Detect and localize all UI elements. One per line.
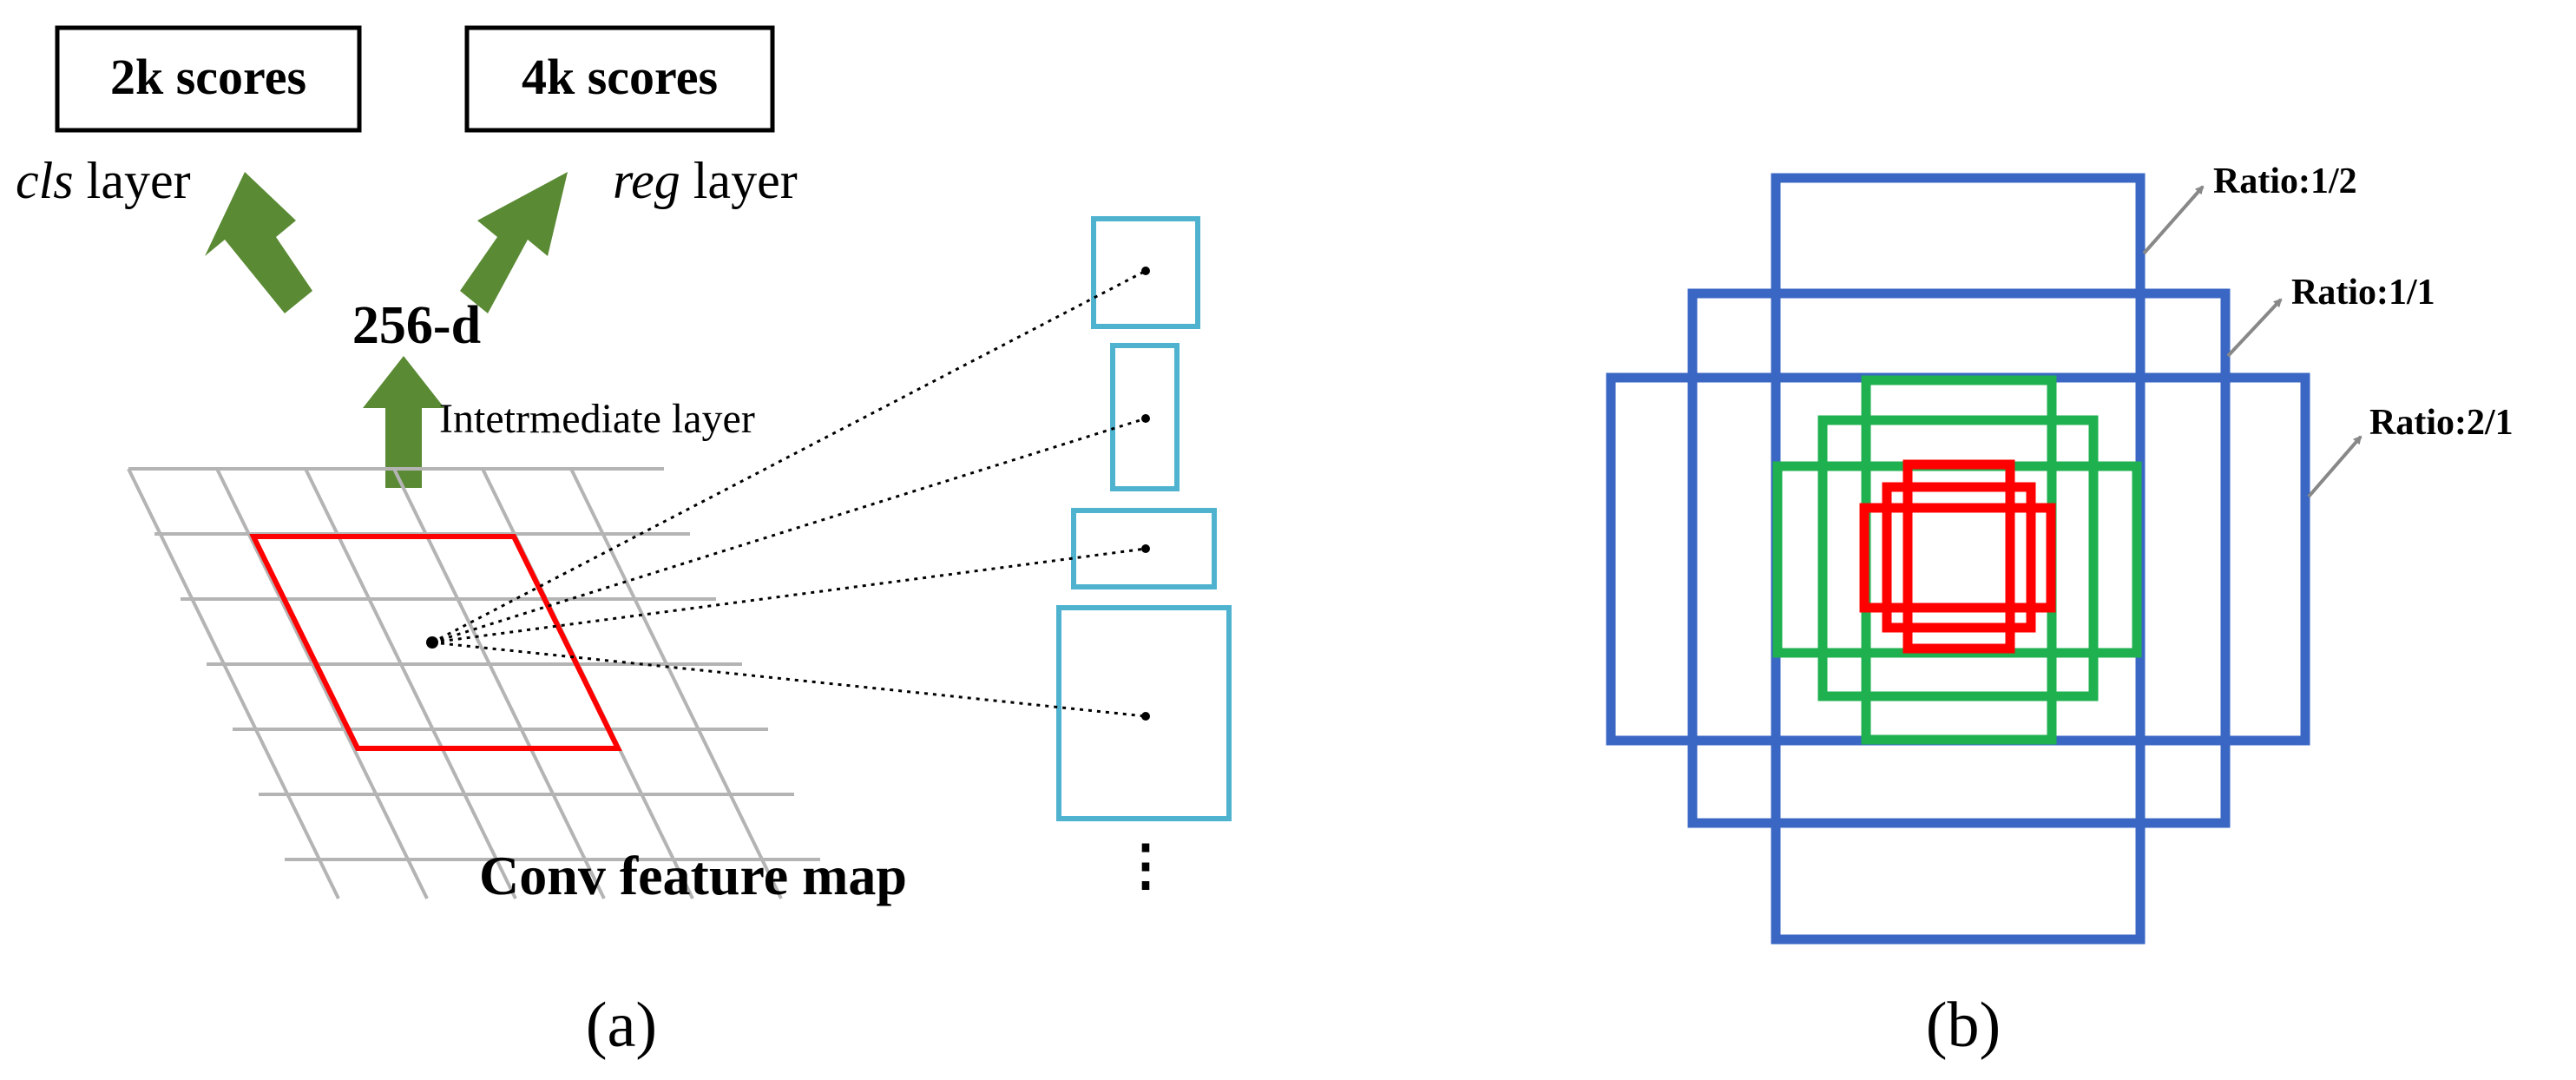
connector-lines (431, 269, 1147, 718)
anchor-box-3 (1071, 508, 1217, 589)
grid-vline (215, 468, 429, 899)
green-anchor-square (1817, 415, 2099, 701)
red-anchor-wide (1859, 503, 2056, 613)
feature-map-grid (127, 467, 820, 899)
grid-vline (392, 468, 606, 899)
grid-vline (127, 468, 340, 899)
connector-line (431, 547, 1147, 644)
panel-a: 2k scores 4k scores cls layer reg layer … (16, 25, 1232, 1061)
feature-dim-label: 256-d (352, 296, 481, 355)
anchor-center-dot (1141, 267, 1150, 275)
green-anchors (1772, 375, 2142, 745)
reg-layer-word: layer (680, 152, 798, 209)
feature-map-label: Conv feature map (479, 845, 907, 906)
connector-dots (426, 267, 1150, 721)
green-arrow-reg (460, 172, 568, 313)
connector-line (431, 417, 1147, 644)
blue-anchor-wide (1606, 372, 2310, 746)
score-box-right-label: 4k scores (522, 49, 718, 105)
anchor-center-dot (1141, 544, 1150, 553)
ratio-pointers (2142, 185, 2362, 498)
connector-line (431, 269, 1147, 644)
connector-line (431, 641, 1147, 718)
anchor-center-dot (1141, 414, 1150, 423)
more-anchors-ellipsis: ⋮ (1118, 834, 1173, 896)
ratio-label-1: Ratio:1/2 (2213, 161, 2357, 201)
green-arrow-intermediate (363, 356, 444, 488)
intermediate-layer-label: Intetrmediate layer (439, 396, 755, 442)
blue-anchors (1606, 173, 2310, 945)
anchor-box-4 (1056, 605, 1232, 821)
ratio-label-2: Ratio:1/1 (2291, 273, 2435, 313)
green-arrow-cls (205, 172, 312, 313)
center-point (426, 636, 438, 649)
red-anchor-tall (1902, 459, 2015, 654)
reg-word: reg (613, 152, 680, 209)
blue-anchor-square (1687, 288, 2231, 828)
grid-vline (304, 468, 517, 899)
score-box-left (55, 25, 362, 133)
grid-vline (569, 468, 783, 899)
green-anchor-tall (1861, 375, 2057, 745)
anchor-center-dot (1141, 712, 1150, 721)
cls-layer-word: layer (74, 152, 191, 209)
reg-layer-label: reg layer (613, 152, 798, 209)
ratio-pointer-2 (2226, 298, 2283, 358)
anchor-box-1 (1091, 216, 1200, 329)
score-box-right (464, 25, 775, 133)
red-anchor-square (1882, 482, 2036, 633)
sliding-window (249, 534, 622, 751)
ratio-pointer-1 (2142, 185, 2205, 255)
cls-word: cls (16, 152, 74, 209)
anchor-box-2 (1110, 343, 1180, 491)
caption-a: (a) (586, 990, 657, 1061)
score-box-left-label: 2k scores (110, 49, 306, 105)
red-anchors (1859, 459, 2056, 654)
ratio-pointer-3 (2307, 435, 2362, 498)
anchor-examples (1056, 216, 1232, 821)
caption-b: (b) (1926, 990, 2001, 1061)
ratio-label-3: Ratio:2/1 (2369, 403, 2514, 443)
panel-b: Ratio:1/2 Ratio:1/1 Ratio:2/1 (b) (1606, 161, 2514, 1061)
cls-layer-label: cls layer (16, 152, 191, 209)
